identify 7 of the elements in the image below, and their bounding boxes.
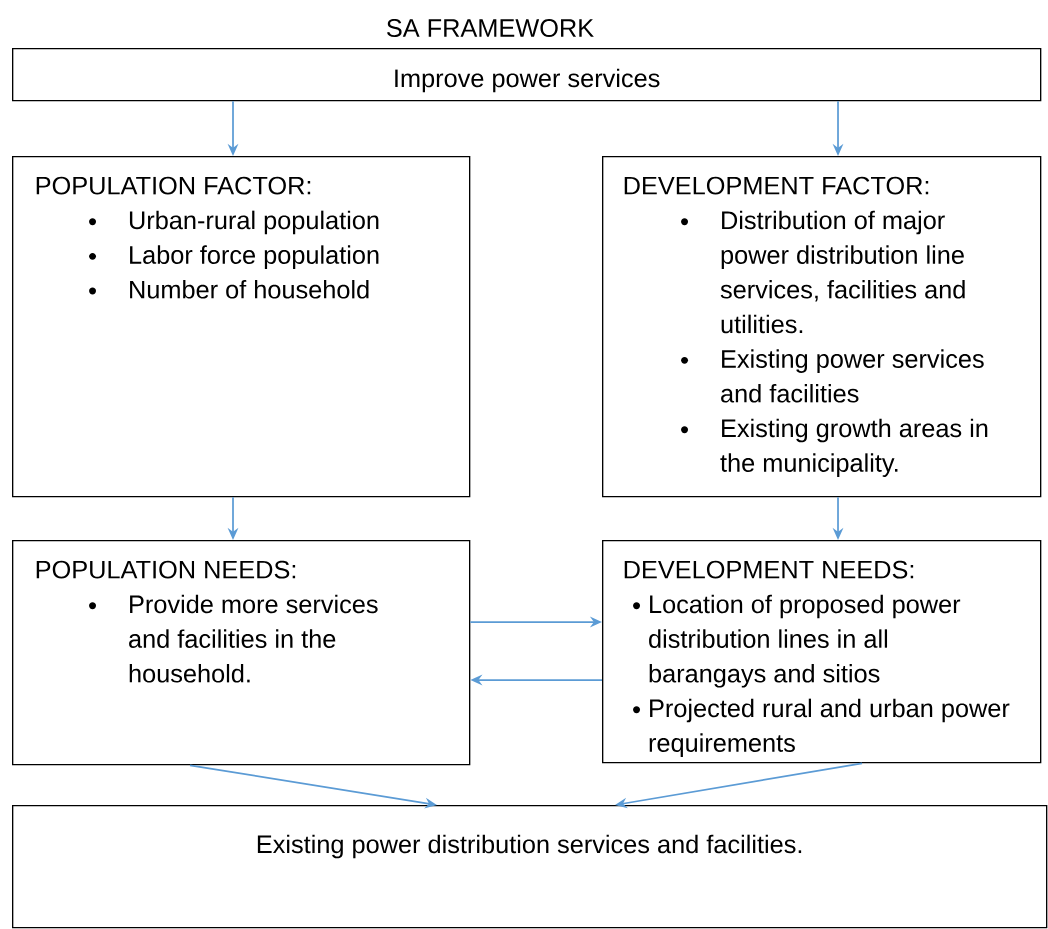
process-box: Existing power distribution services and facilities.: [12, 805, 1048, 929]
process-box: POPULATION FACTOR: Urban-rural population Labor force population Number of household: [12, 156, 471, 498]
process-box: Improve power services: [12, 48, 1042, 102]
process-box: DEVELOPMENT FACTOR: Distribution of major power distribution line services, facilities and utilities. Existing power services and facilities Existing growth areas in the municipality.: [602, 156, 1042, 498]
process-box: POPULATION NEEDS: Provide more services and facilities in the household.: [12, 540, 471, 766]
title: SA FRAMEWORK: [387, 19, 594, 37]
process-box: DEVELOPMENT NEEDS: Location of proposed power distribution lines in all barangays and sitios Projected rural and urban power requirements: [602, 540, 1042, 764]
